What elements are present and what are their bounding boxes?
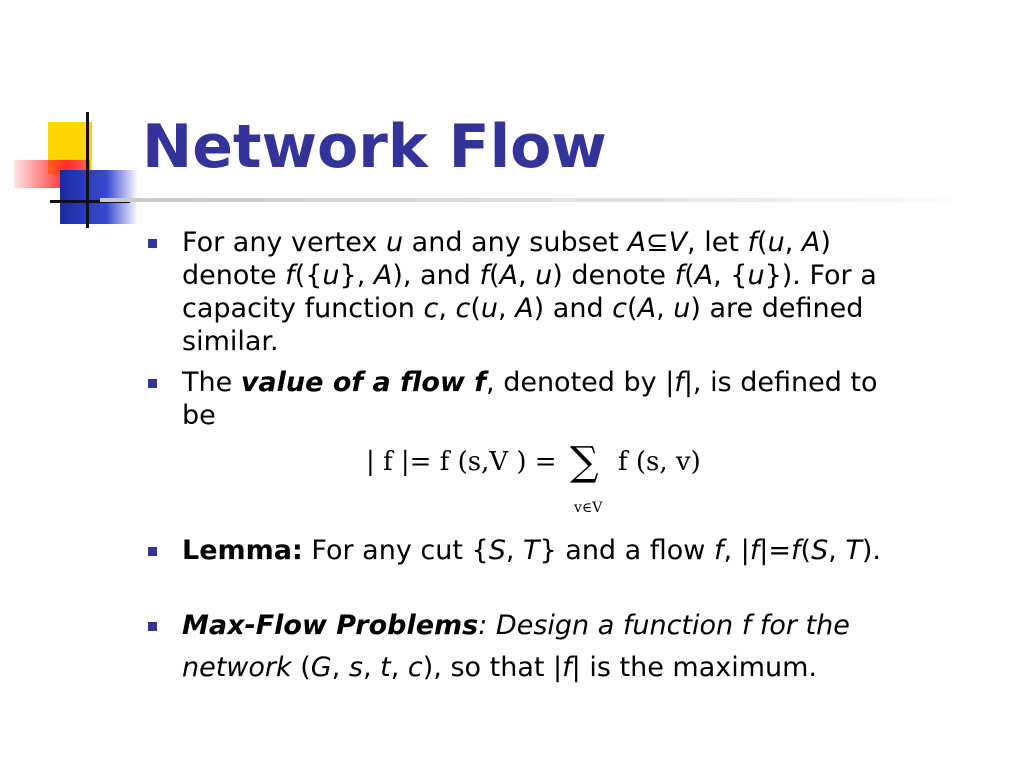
formula-lhs: | f |= f (s,V ) =	[366, 447, 557, 477]
flow-value-formula: | f |= f (s,V ) = ∑ v∈V f (s, v)	[182, 440, 988, 520]
logo-blue-bar	[60, 170, 138, 224]
bullet-line: be	[182, 400, 216, 431]
bullet-lemma: Lemma: For any cut {S, T} and a flow f, …	[148, 534, 988, 567]
bullet-definition: For any vertex u and any subset A⊆V, let…	[148, 226, 988, 358]
bullet-list: For any vertex u and any subset A⊆V, let…	[148, 226, 988, 689]
bullet-line: capacity function c, c(u, A) and c(A, u)…	[182, 293, 864, 324]
bullet-line: Max-Flow Problems: Design a function f f…	[182, 610, 850, 641]
bullet-square-icon	[148, 622, 157, 631]
bullet-flow-value: The value of a flow f, denoted by |f|, i…	[148, 366, 988, 520]
bullet-max-flow: Max-Flow Problems: Design a function f f…	[148, 605, 988, 689]
bullet-square-icon	[148, 379, 157, 388]
title-logo-graphic	[0, 0, 140, 240]
bullet-line: similar.	[182, 326, 279, 357]
logo-horizontal-line	[50, 200, 130, 203]
logo-vertical-line	[86, 112, 89, 228]
bullet-square-icon	[148, 239, 157, 248]
bullet-line: denote f({u}, A), and f(A, u) denote f(A…	[182, 260, 877, 291]
bullet-line: The value of a flow f, denoted by |f|, i…	[182, 367, 878, 398]
bullet-line: For any vertex u and any subset A⊆V, let…	[182, 227, 831, 258]
summation-subscript: v∈V	[574, 500, 603, 516]
title-divider	[100, 198, 980, 202]
bullet-line: Lemma: For any cut {S, T} and a flow f, …	[182, 535, 882, 566]
slide-title: Network Flow	[142, 112, 607, 182]
summation-symbol: ∑	[570, 439, 599, 485]
formula-rhs: f (s, v)	[618, 447, 701, 477]
bullet-line: network (G, s, t, c), so that |f| is the…	[182, 652, 818, 683]
bullet-square-icon	[148, 547, 157, 556]
